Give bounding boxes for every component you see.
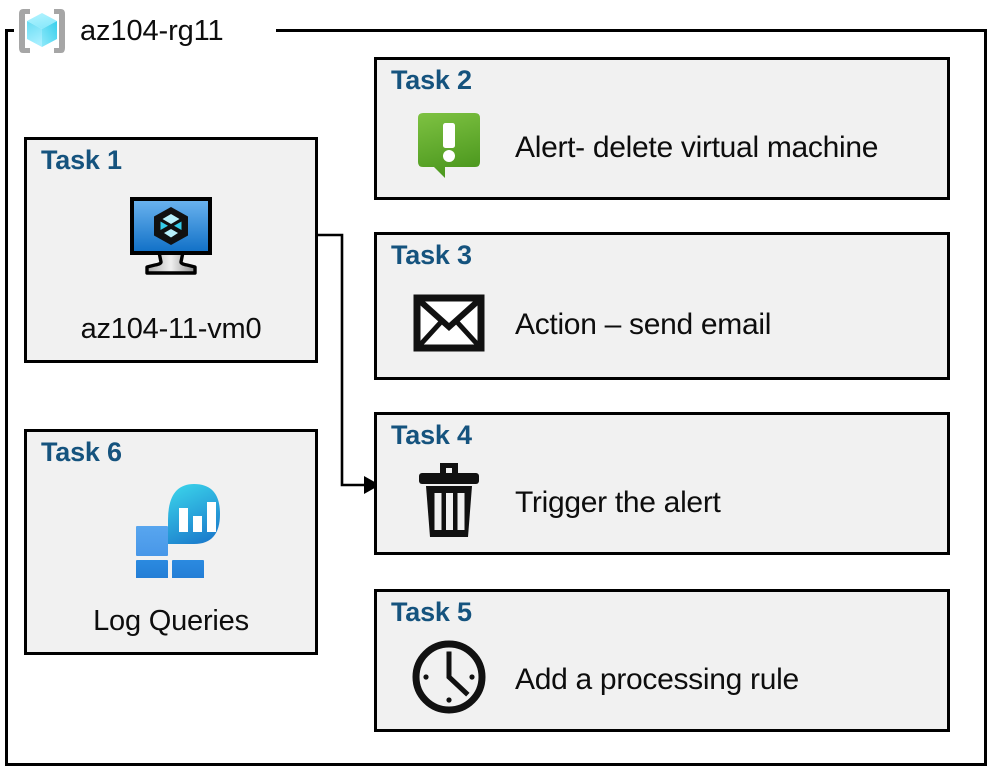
task-1-caption: az104-11-vm0: [80, 313, 262, 345]
card-task-1[interactable]: Task 1: [24, 137, 318, 363]
task-1-label: Task 1: [41, 145, 122, 175]
resource-group-title: az104-rg11: [80, 14, 224, 47]
resource-group-frame: [5, 29, 987, 766]
task-5-icon-wrap: [411, 640, 487, 718]
task-2-row: Alert- delete virtual machine: [411, 104, 935, 191]
task-5-row: Add a processing rule: [411, 636, 935, 723]
card-task-3[interactable]: Task 3 Action – send email: [374, 232, 950, 380]
task-6-icon-wrap: [27, 483, 315, 590]
task-4-row: Trigger the alert: [411, 459, 935, 546]
resource-group-cube-icon: [14, 6, 70, 56]
task-3-row: Action – send email: [411, 279, 935, 371]
task-6-label: Task 6: [41, 437, 122, 467]
task-4-label: Task 4: [391, 420, 472, 450]
card-task-5[interactable]: Task 5 Add a processing rule: [374, 589, 950, 732]
task-3-caption: Action – send email: [515, 308, 772, 341]
task-3-icon-wrap: [411, 287, 487, 363]
card-task-2[interactable]: Task 2: [374, 57, 950, 200]
task-4-icon-wrap: [411, 463, 487, 541]
task-5-label: Task 5: [391, 597, 472, 627]
alert-exclamation-bubble-icon: [412, 108, 486, 187]
resource-group-label-gap: [14, 14, 276, 48]
task-2-label: Task 2: [391, 65, 472, 95]
trash-can-icon: [414, 459, 484, 546]
resource-group-header: az104-rg11: [14, 5, 224, 57]
card-task-6[interactable]: Task 6: [24, 429, 318, 655]
task-2-icon-wrap: [411, 110, 487, 186]
task-4-caption: Trigger the alert: [515, 485, 721, 519]
task-6-caption: Log Queries: [93, 605, 249, 637]
task-5-caption: Add a processing rule: [515, 662, 799, 696]
task-3-label: Task 3: [391, 240, 472, 270]
clock-icon: [410, 638, 488, 721]
virtual-machine-icon: [125, 194, 217, 283]
card-task-4[interactable]: Task 4: [374, 412, 950, 555]
task-1-icon-wrap: [27, 192, 315, 284]
task-2-caption: Alert- delete virtual machine: [515, 130, 879, 164]
envelope-icon: [413, 294, 485, 357]
log-analytics-icon: [124, 478, 230, 590]
